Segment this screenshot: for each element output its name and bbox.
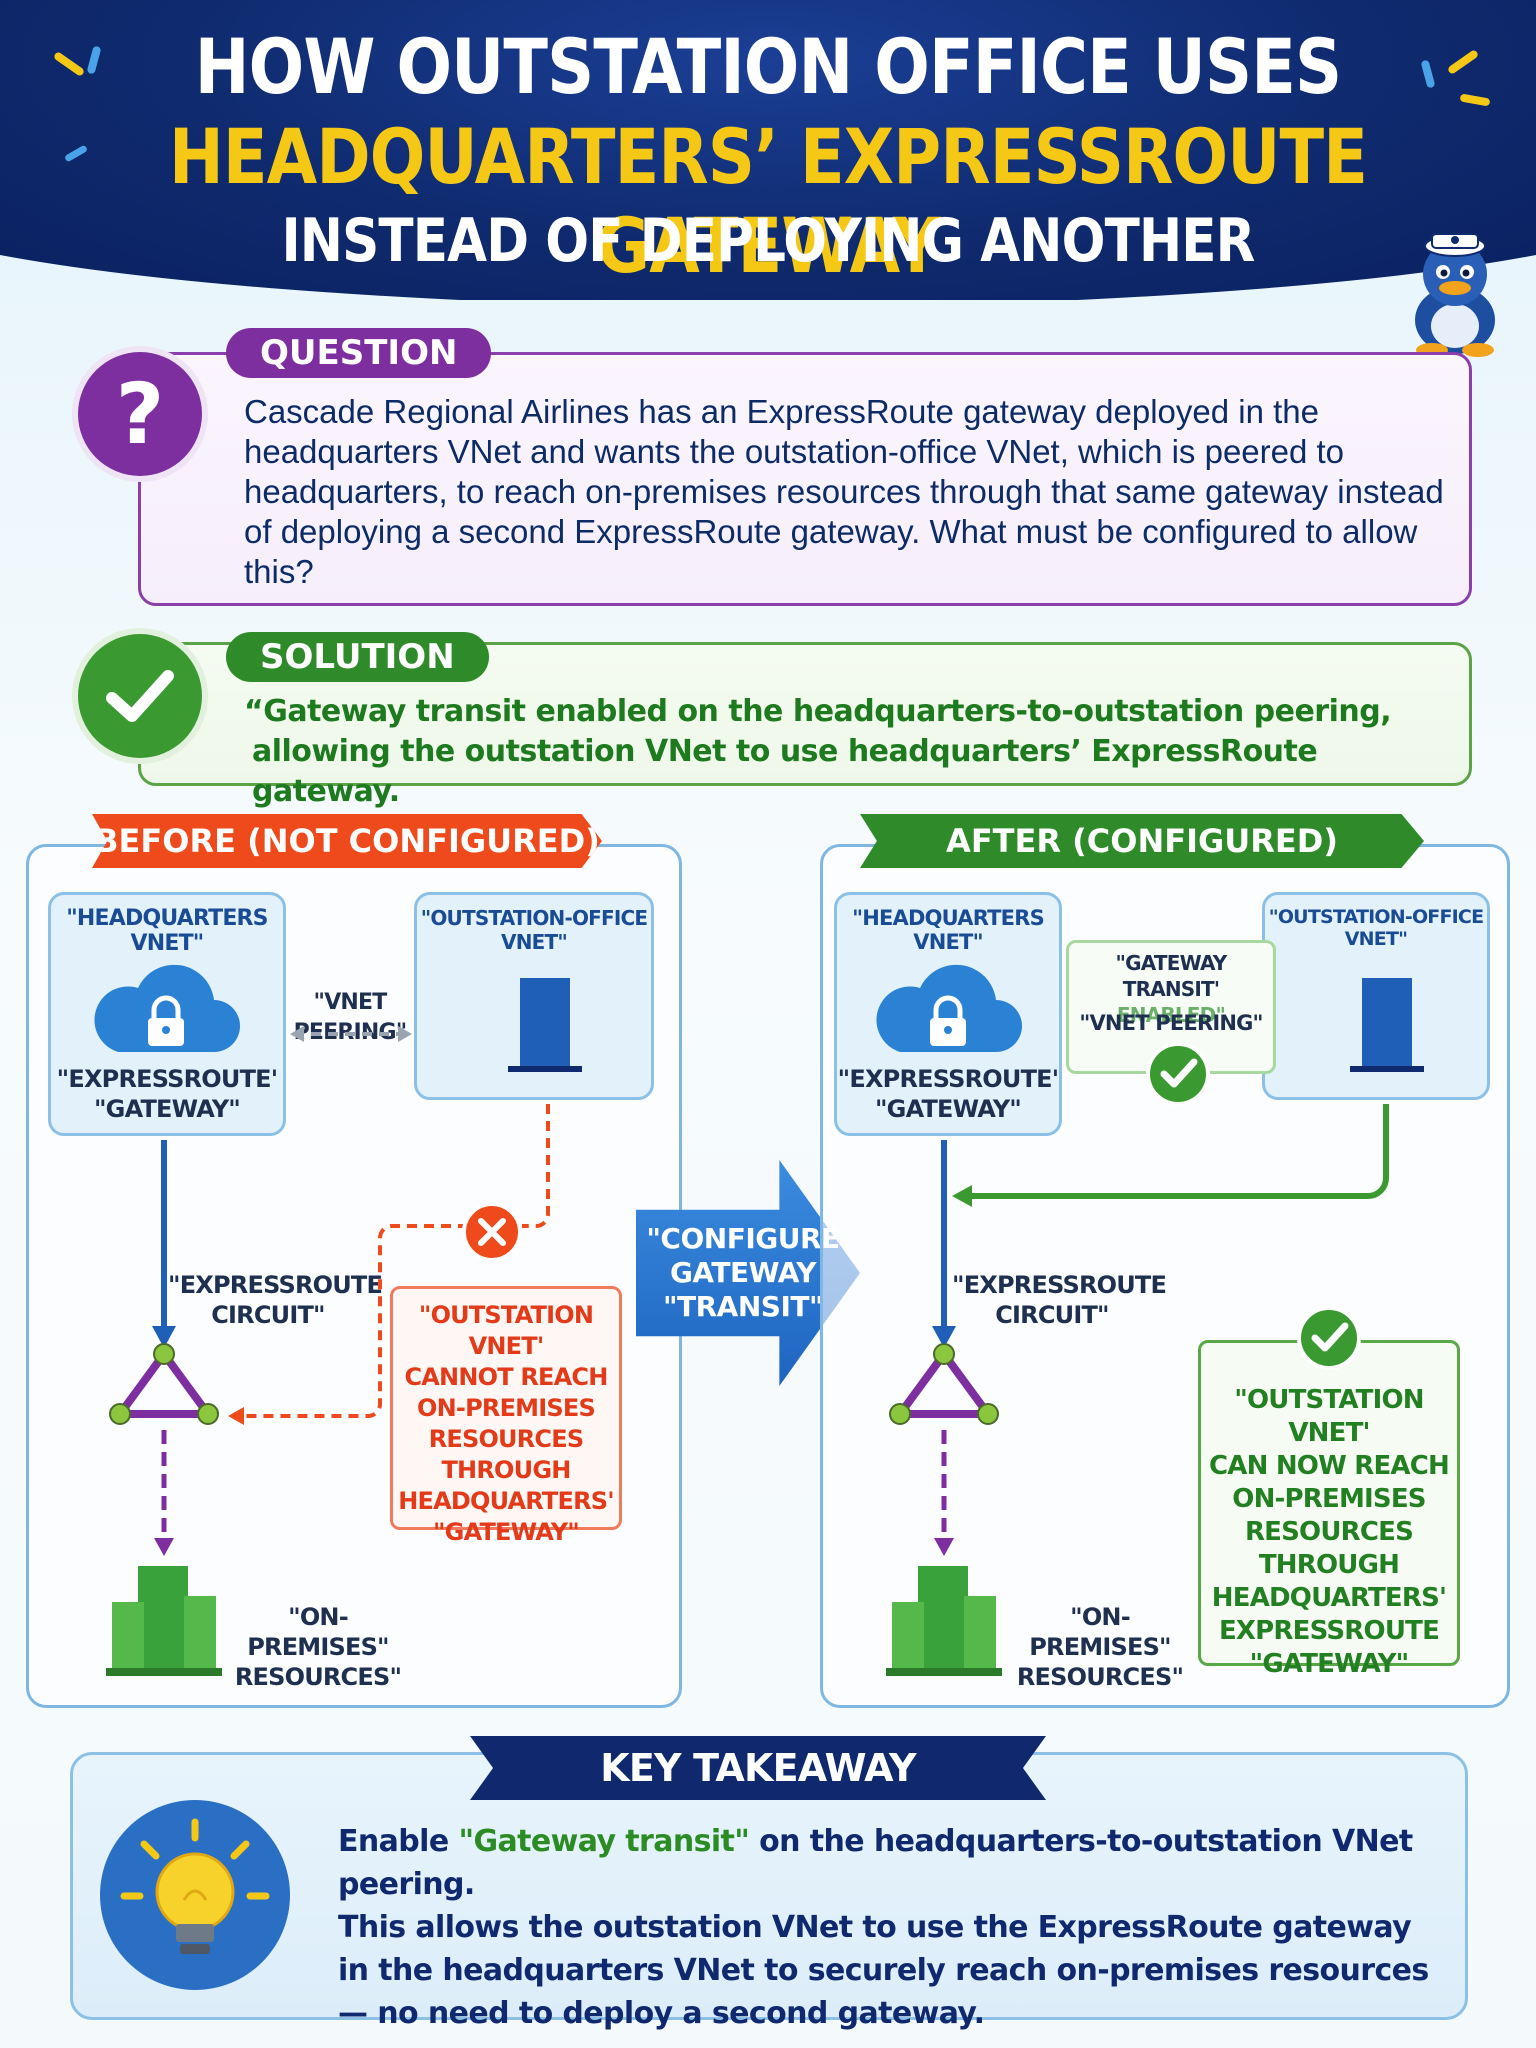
- office-building-icon: [1350, 978, 1424, 1072]
- check-icon: [1297, 1306, 1361, 1370]
- after-transit-path: [970, 1104, 1389, 1199]
- header-banner: [0, 0, 1536, 300]
- success-line: HEADQUARTERS': [1211, 1583, 1447, 1613]
- after-success-box: [1198, 1340, 1460, 1666]
- before-outstation-vnet-label: "OUTSTATION-OFFICE VNET": [420, 906, 648, 954]
- before-hq-vnet-label: "HEADQUARTERS VNET": [66, 906, 268, 956]
- success-line: ON-PREMISES: [1232, 1484, 1426, 1514]
- check-icon: [78, 634, 202, 758]
- after-circuit-line-1: "EXPRESSROUTE: [952, 1271, 1167, 1299]
- title-line-1: HOW OUTSTATION OFFICE USES: [194, 22, 1342, 111]
- question-mark-icon: ?: [78, 352, 202, 476]
- after-peering-label: "VNET PEERING": [1079, 1011, 1263, 1035]
- takeaway-line-1: Enable "Gateway transit" on the headquar…: [338, 1820, 1448, 1906]
- after-outstation-vnet-label: "OUTSTATION-OFFICE VNET": [1268, 906, 1484, 950]
- before-gateway-line-2: "GATEWAY": [93, 1095, 241, 1123]
- check-icon: [1146, 1042, 1210, 1106]
- takeaway-ribbon: [470, 1736, 1046, 1800]
- arrow-line: "CONFIGURE: [646, 1222, 840, 1255]
- office-building-icon: [508, 978, 582, 1072]
- question-text: Cascade Regional Airlines has an Express…: [244, 393, 1444, 590]
- takeaway-line-2: This allows the outstation VNet to use t…: [338, 1910, 1412, 1945]
- fail-line: HEADQUARTERS': [398, 1487, 614, 1515]
- transit-line-1: "GATEWAY TRANSIT': [1115, 951, 1228, 1001]
- success-line: CAN NOW REACH: [1209, 1451, 1450, 1481]
- title-line-3: INSTEAD OF DEPLOYING ANOTHER: [281, 206, 1255, 276]
- before-fail-text: "OUTSTATION VNET' CANNOT REACH ON-PREMIS…: [390, 1300, 622, 1548]
- title-line-2: HEADQUARTERS’ EXPRESSROUTE GATEWAY: [169, 112, 1368, 290]
- fail-line: THROUGH: [441, 1456, 571, 1484]
- solution-text: “Gateway transit enabled on the headquar…: [244, 692, 1444, 812]
- fail-line: RESOURCES: [428, 1425, 584, 1453]
- before-gateway-label: "EXPRESSROUTE' "GATEWAY": [48, 1064, 286, 1124]
- cloud-lock-icon: [876, 964, 1022, 1052]
- triangle-circuit-icon: [109, 1343, 219, 1425]
- takeaway-line-4: — no need to deploy a second gateway.: [338, 1996, 985, 2031]
- after-gateway-line-1: "EXPRESSROUTE': [837, 1065, 1059, 1093]
- fail-line: ON-PREMISES: [417, 1394, 596, 1422]
- before-circuit-label: "EXPRESSROUTE CIRCUIT": [168, 1270, 383, 1330]
- arrow-line: "TRANSIT": [662, 1290, 824, 1323]
- fail-line: "GATEWAY": [432, 1518, 580, 1546]
- solution-line-1: “Gateway transit enabled on the headquar…: [244, 694, 1392, 729]
- green-buildings-icon: [106, 1566, 222, 1676]
- takeaway-text: Enable "Gateway transit" on the headquar…: [338, 1820, 1448, 2035]
- takeaway-line-1-post: on the headquarters-to-outstation VNet p…: [338, 1824, 1413, 1902]
- before-fail-box: [390, 1286, 622, 1530]
- success-line: THROUGH: [1258, 1550, 1400, 1580]
- transit-line-2: ENABLED": [1116, 1003, 1226, 1027]
- fail-line: CANNOT REACH: [404, 1363, 608, 1391]
- cloud-lock-icon: [94, 964, 240, 1052]
- configure-arrow-text: "CONFIGURE GATEWAY "TRANSIT": [636, 1222, 850, 1324]
- takeaway-line-3: in the headquarters VNet to securely rea…: [338, 1953, 1429, 1988]
- triangle-circuit-icon: [889, 1343, 999, 1425]
- takeaway-highlight: "Gateway transit": [458, 1824, 750, 1859]
- after-title: AFTER (CONFIGURED): [860, 814, 1424, 868]
- before-gateway-line-1: "EXPRESSROUTE': [56, 1065, 278, 1093]
- after-onprem-label: "ON-PREMISES" RESOURCES": [1010, 1602, 1190, 1692]
- after-onprem-line-1: "ON-PREMISES": [1029, 1603, 1171, 1661]
- x-fail-icon: [462, 1202, 522, 1262]
- fail-line: "OUTSTATION VNET': [418, 1301, 594, 1360]
- duck-mascot-icon: [1415, 233, 1495, 357]
- after-circuit-line-2: CIRCUIT": [995, 1301, 1109, 1329]
- after-hq-vnet-label: "HEADQUARTERS VNET": [852, 906, 1045, 954]
- takeaway-title: KEY TAKEAWAY: [600, 1746, 916, 1790]
- solution-label: SOLUTION: [226, 632, 489, 682]
- lightbulb-icon: [100, 1800, 290, 1990]
- before-onprem-line-2: RESOURCES": [234, 1663, 402, 1691]
- after-success-text: "OUTSTATION VNET' CAN NOW REACH ON-PREMI…: [1198, 1384, 1460, 1681]
- before-onprem-line-1: "ON-PREMISES": [247, 1603, 389, 1661]
- solution-line-2: allowing the outstation VNet to use head…: [252, 734, 1318, 809]
- takeaway-line-1-pre: Enable: [338, 1824, 459, 1859]
- success-line: EXPRESSROUTE: [1218, 1616, 1440, 1646]
- green-buildings-icon: [886, 1566, 1002, 1676]
- after-gateway-line-2: "GATEWAY": [874, 1095, 1022, 1123]
- after-transit-label: "GATEWAY TRANSIT' ENABLED": [1066, 950, 1276, 1028]
- success-line: "GATEWAY": [1249, 1649, 1410, 1679]
- after-circuit-label: "EXPRESSROUTE CIRCUIT": [952, 1270, 1167, 1330]
- before-circuit-line-1: "EXPRESSROUTE: [168, 1271, 383, 1299]
- before-title: BEFORE (NOT CONFIGURED): [92, 814, 602, 868]
- after-onprem-line-2: RESOURCES": [1016, 1663, 1184, 1691]
- before-onprem-label: "ON-PREMISES" RESOURCES": [218, 1602, 418, 1692]
- question-label: QUESTION: [226, 328, 492, 378]
- success-line: "OUTSTATION VNET': [1234, 1385, 1424, 1448]
- success-line: RESOURCES: [1244, 1517, 1414, 1547]
- arrow-line: GATEWAY: [669, 1256, 817, 1289]
- after-gateway-label: "EXPRESSROUTE' "GATEWAY": [834, 1064, 1062, 1124]
- before-circuit-line-2: CIRCUIT": [211, 1301, 325, 1329]
- question-card: [138, 352, 1472, 606]
